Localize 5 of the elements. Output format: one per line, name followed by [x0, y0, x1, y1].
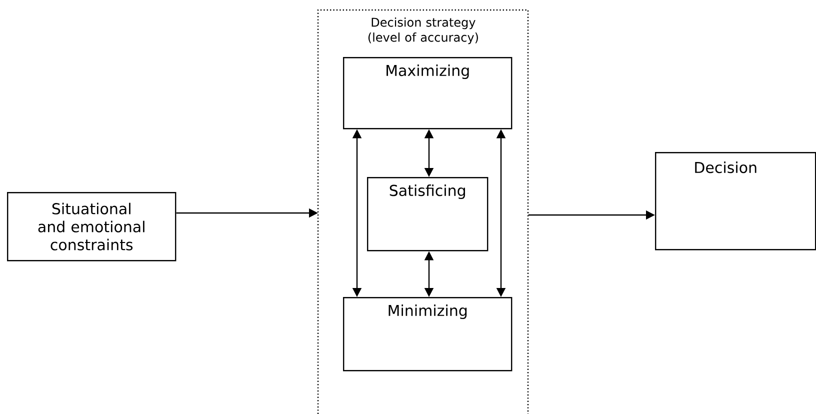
strategy-box: Minimizing — [343, 296, 512, 372]
process-box: Decision — [655, 152, 816, 250]
strategy-box: Maximizing — [343, 57, 512, 130]
strategy-box: Satisficing — [367, 177, 488, 252]
process-box: Situational and emotional constraints — [7, 192, 176, 262]
